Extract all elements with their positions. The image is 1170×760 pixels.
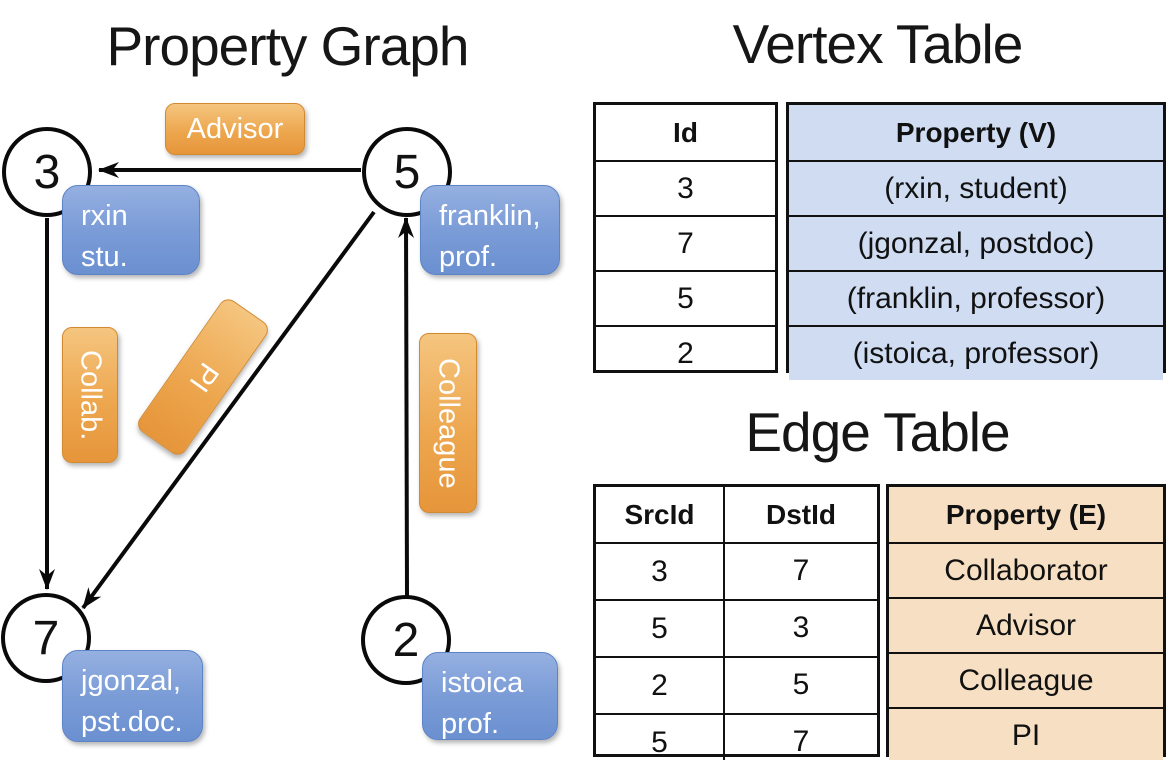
edge-table-header-property: Property (E) <box>889 487 1163 542</box>
vertex-property-line: prof. <box>439 241 498 274</box>
vertex-table-cell: (franklin, professor) <box>789 270 1163 325</box>
vertex-table-property-column: Property (V) (rxin, student) (jgonzal, p… <box>786 102 1166 380</box>
vertex-table-cell: 3 <box>596 160 775 215</box>
edge-table-cell: 3 <box>596 542 725 599</box>
edge-table-cell: Colleague <box>889 652 1163 707</box>
vertex-property-box-2: istoica prof. <box>422 652 558 740</box>
edge-table-cell: Advisor <box>889 597 1163 652</box>
edge-5-to-7-pi <box>81 210 376 610</box>
edge-label-collab: Collab. <box>62 327 118 463</box>
edge-table-cell: 5 <box>596 599 725 656</box>
vertex-property-box-7: jgonzal, pst.doc. <box>62 650 203 742</box>
vertex-property-box-3: rxin stu. <box>62 185 200 275</box>
vertex-table-id-column: Id 3 7 5 2 <box>593 102 778 373</box>
edge-2-to-5-colleague <box>398 217 415 597</box>
edge-table-cell: 5 <box>596 713 725 760</box>
node-id: 5 <box>393 145 421 199</box>
graph-title: Property Graph <box>106 15 469 77</box>
edge-table-id-columns: SrcId DstId 3 7 5 3 2 5 5 7 <box>593 484 880 760</box>
edge-table-title: Edge Table <box>745 401 1010 463</box>
vertex-table-header-property: Property (V) <box>789 105 1163 160</box>
vertex-table-cell: 7 <box>596 215 775 270</box>
node-id: 7 <box>32 611 60 665</box>
edge-label-colleague: Colleague <box>419 333 477 513</box>
graph-node-3: 3 <box>2 127 92 217</box>
vertex-property-line: pst.doc. <box>81 706 183 739</box>
vertex-table-cell: 2 <box>596 325 775 380</box>
edge-table-row: 5 3 <box>596 599 877 656</box>
vertex-table-cell: (istoica, professor) <box>789 325 1163 380</box>
edge-table-header-dstid: DstId <box>766 498 836 530</box>
node-id: 2 <box>392 613 420 667</box>
vertex-property-line: franklin, <box>439 200 541 232</box>
edge-table-row: 3 7 <box>596 542 877 599</box>
vertex-table-cell: (rxin, student) <box>789 160 1163 215</box>
edge-label-advisor: Advisor <box>165 103 305 155</box>
edge-table-cell: 3 <box>725 599 877 654</box>
vertex-property-line: stu. <box>81 241 128 274</box>
node-id: 3 <box>33 145 61 199</box>
edge-table-cell: Collaborator <box>889 542 1163 597</box>
vertex-table-cell: (jgonzal, postdoc) <box>789 215 1163 270</box>
edge-table-cell: 5 <box>725 656 877 711</box>
vertex-property-line: istoica <box>441 667 524 699</box>
edge-table-header-srcid: SrcId <box>596 487 725 542</box>
vertex-table-cell: 5 <box>596 270 775 325</box>
edge-table-cell: 7 <box>725 542 877 597</box>
vertex-property-line: rxin <box>81 200 128 232</box>
vertex-table-header-id: Id <box>673 116 698 148</box>
edge-table-row: 5 7 <box>596 713 877 760</box>
vertex-table-title: Vertex Table <box>732 13 1024 75</box>
vertex-property-line: prof. <box>441 708 500 741</box>
vertex-property-box-5: franklin, prof. <box>420 185 560 275</box>
edge-table-row: 2 5 <box>596 656 877 713</box>
edge-table-header-row: SrcId DstId <box>596 487 877 542</box>
vertex-property-line: jgonzal, <box>81 665 181 697</box>
edge-table-cell: PI <box>889 707 1163 760</box>
edge-table-cell: 2 <box>596 656 725 713</box>
edge-table-property-column: Property (E) Collaborator Advisor Collea… <box>886 484 1166 760</box>
edge-table-cell: 7 <box>725 713 877 760</box>
